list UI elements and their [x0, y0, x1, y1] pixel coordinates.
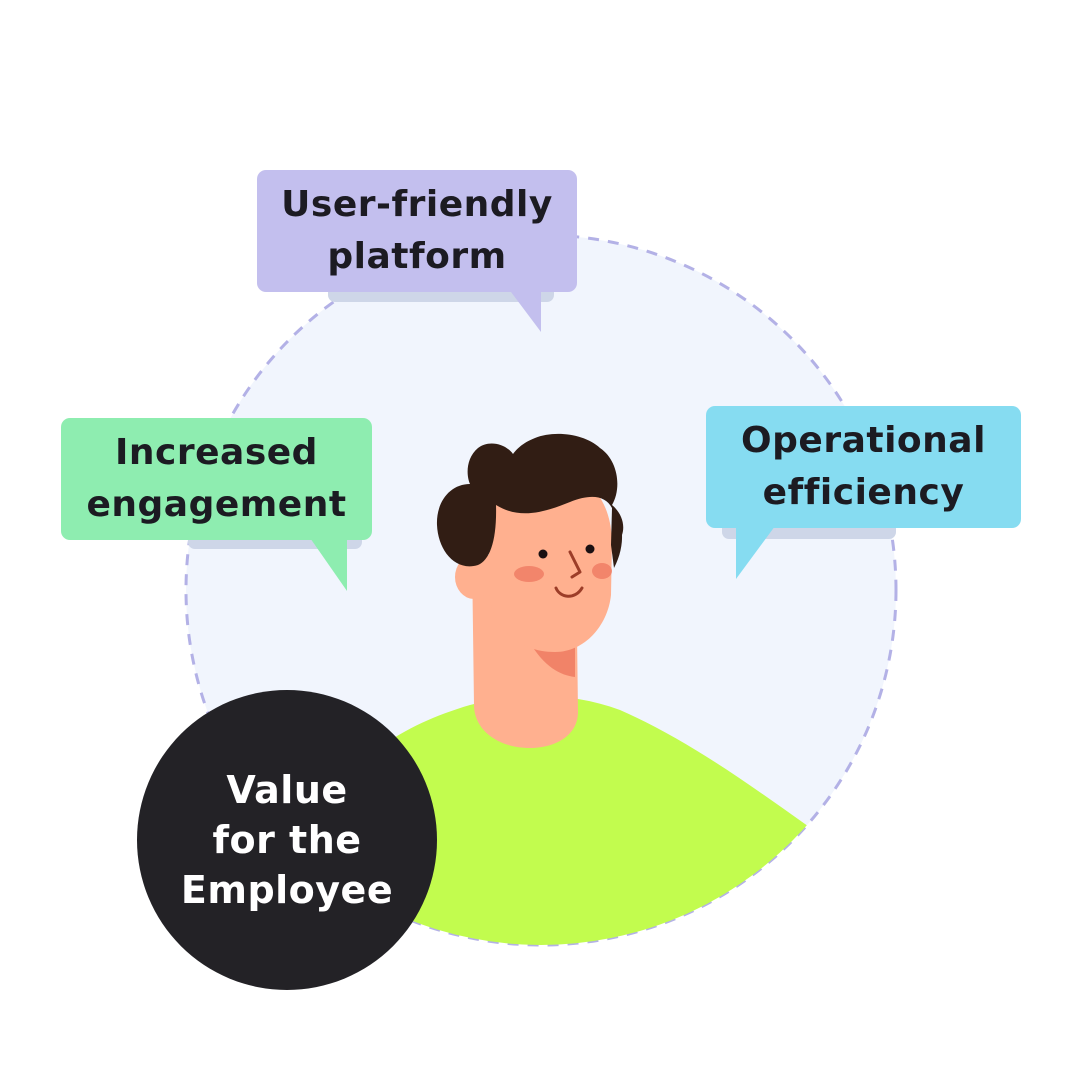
- badge-line: for the: [212, 818, 362, 862]
- bubble-line: platform: [327, 236, 507, 277]
- right-eye: [585, 544, 595, 554]
- bubble-line: engagement: [86, 484, 347, 525]
- bubble-tail: [736, 522, 778, 579]
- value-badge-label: Value for the Employee: [137, 690, 437, 990]
- bubble-tail: [308, 535, 347, 591]
- nose-line: [568, 550, 582, 579]
- badge-line: Value: [226, 768, 348, 812]
- bubble-tail: [508, 288, 541, 332]
- hair-side: [611, 508, 623, 568]
- bubble-line: efficiency: [762, 472, 965, 513]
- bubble-body: [257, 170, 577, 292]
- bubble-user-friendly: [257, 170, 577, 332]
- bubble-user-friendly-label: User-friendly platform: [257, 170, 577, 292]
- bubble-operational-label: Operational efficiency: [706, 406, 1021, 528]
- dashed-ring: [184, 233, 898, 947]
- smile-line: [554, 586, 584, 598]
- hair-shape: [436, 433, 624, 567]
- bubble-line: Increased: [115, 432, 318, 473]
- face-shape: [487, 467, 612, 652]
- bubble-engagement-label: Increased engagement: [61, 418, 372, 540]
- bubble-body: [706, 406, 1021, 528]
- left-cheek: [514, 566, 544, 582]
- value-badge-circle: [137, 690, 437, 990]
- right-cheek: [592, 563, 612, 579]
- badge-line: Employee: [180, 868, 394, 912]
- ear-shape: [455, 555, 493, 599]
- bubble-line: Operational: [741, 420, 986, 461]
- bubble-line: User-friendly: [281, 184, 553, 225]
- bubble-operational: [706, 406, 1021, 579]
- bubble-body: [61, 418, 372, 540]
- left-eye: [538, 549, 548, 559]
- bubble-engagement: [61, 418, 372, 591]
